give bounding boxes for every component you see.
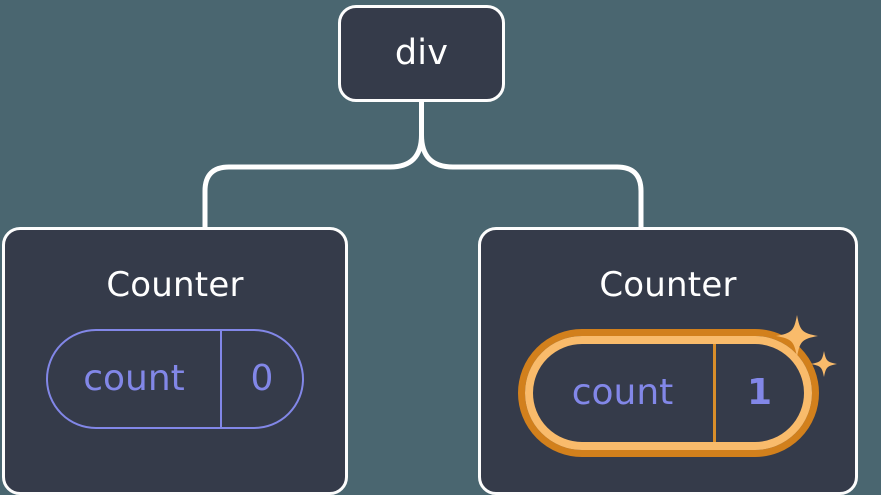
state-pill-wrap-left: count 0	[5, 329, 345, 429]
node-counter-left-title: Counter	[106, 265, 244, 305]
connector-branch-left	[202, 132, 424, 230]
node-div-label: div	[394, 33, 449, 73]
state-key-right: count	[571, 372, 674, 413]
state-value-right: 1	[712, 344, 804, 442]
connector-branch-right	[419, 99, 644, 230]
state-pill-right-highlight-ring: count 1	[517, 329, 819, 457]
tree-node-counter-left[interactable]: Counter count 0	[2, 227, 348, 495]
tree-node-div[interactable]: div	[338, 5, 505, 102]
state-pill-right[interactable]: count 1	[524, 336, 812, 450]
state-pill-left[interactable]: count 0	[46, 329, 304, 429]
state-pill-wrap-right: count 1	[481, 315, 855, 457]
tree-node-counter-right[interactable]: Counter count 1	[478, 227, 858, 495]
node-counter-right-title: Counter	[599, 265, 737, 305]
state-key-left: count	[83, 358, 185, 399]
state-value-left: 0	[220, 331, 302, 427]
